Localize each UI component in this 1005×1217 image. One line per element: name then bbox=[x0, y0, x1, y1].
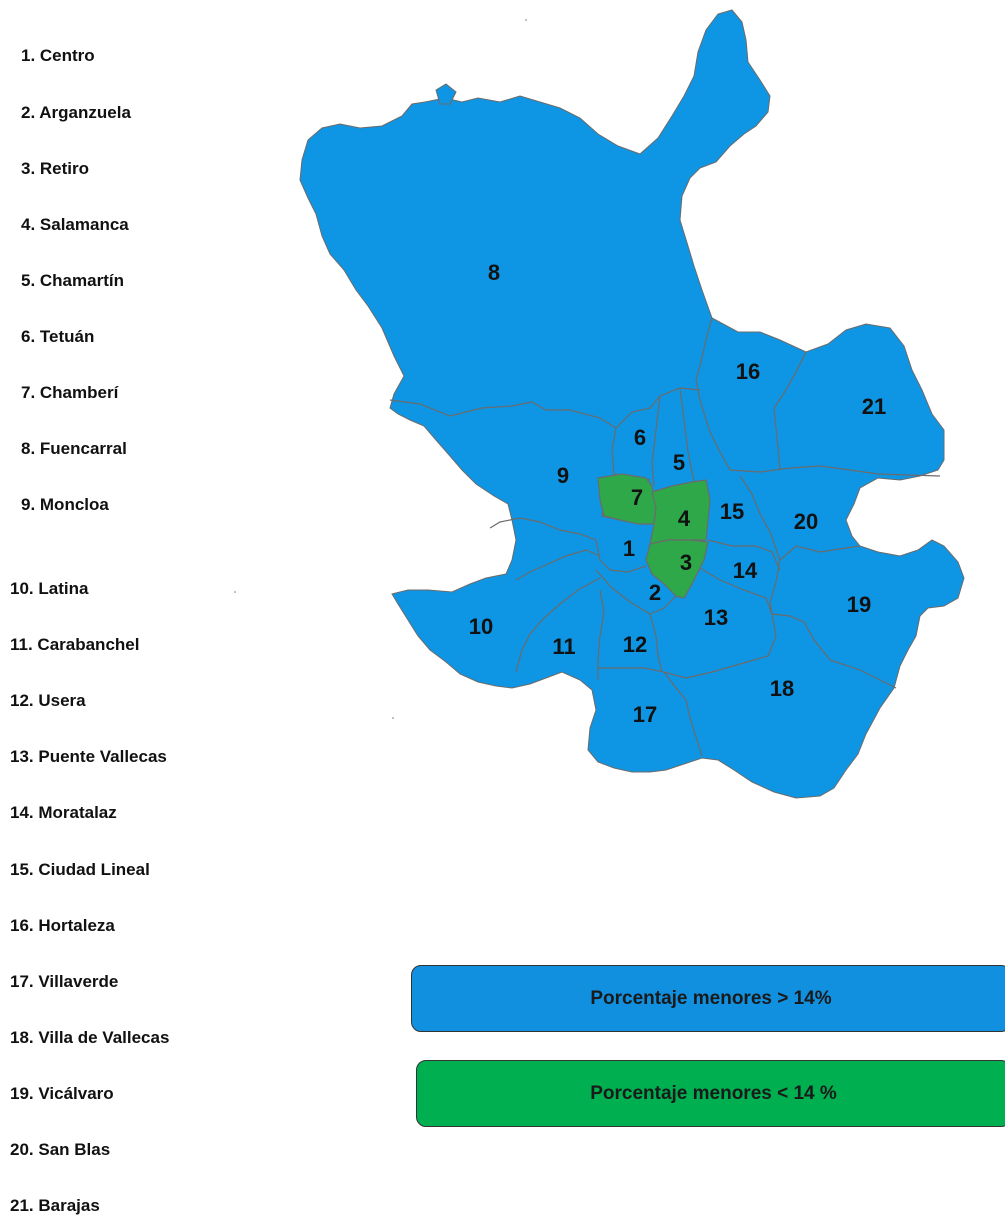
municipality-outline bbox=[299, 9, 965, 799]
district-item-13: 13. Puente Vallecas bbox=[10, 747, 167, 766]
district-item-7: 7. Chamberí bbox=[21, 383, 119, 402]
district-item-14: 14. Moratalaz bbox=[10, 803, 117, 822]
district-item-5: 5. Chamartín bbox=[21, 271, 124, 290]
map-label-6: 6 bbox=[634, 425, 646, 450]
district-7-region bbox=[597, 473, 657, 525]
district-item-18: 18. Villa de Vallecas bbox=[10, 1028, 170, 1047]
map-label-13: 13 bbox=[704, 605, 728, 630]
district-4-region bbox=[649, 479, 711, 545]
map-label-4: 4 bbox=[678, 506, 691, 531]
district-item-2: 2. Arganzuela bbox=[21, 103, 131, 122]
map-label-21: 21 bbox=[862, 394, 886, 419]
map-label-1: 1 bbox=[623, 536, 635, 561]
legend-low-label: Porcentaje menores < 14 % bbox=[590, 1082, 837, 1104]
stray-dot bbox=[525, 19, 527, 21]
district-item-8: 8. Fuencarral bbox=[21, 439, 127, 458]
district-item-21: 21. Barajas bbox=[10, 1196, 100, 1215]
district-3-region bbox=[645, 539, 709, 599]
stray-dot bbox=[392, 717, 394, 719]
district-item-12: 12. Usera bbox=[10, 691, 86, 710]
legend-low-percentage: Porcentaje menores < 14 % bbox=[416, 1060, 1005, 1127]
map-label-11: 11 bbox=[552, 634, 575, 659]
stray-dot bbox=[234, 591, 236, 593]
district-item-4: 4. Salamanca bbox=[21, 215, 129, 234]
map-label-8: 8 bbox=[488, 260, 500, 285]
district-item-6: 6. Tetuán bbox=[21, 327, 95, 346]
map-label-7: 7 bbox=[631, 485, 643, 510]
map-label-17: 17 bbox=[633, 702, 657, 727]
district-item-17: 17. Villaverde bbox=[10, 972, 119, 991]
map-label-9: 9 bbox=[557, 463, 569, 488]
northern-appendix bbox=[435, 83, 457, 105]
map-label-15: 15 bbox=[720, 499, 744, 524]
map-label-20: 20 bbox=[794, 509, 818, 534]
district-item-16: 16. Hortaleza bbox=[10, 916, 115, 935]
district-item-10: 10. Latina bbox=[10, 579, 89, 598]
district-item-15: 15. Ciudad Lineal bbox=[10, 860, 150, 879]
map-label-3: 3 bbox=[680, 550, 692, 575]
map-label-16: 16 bbox=[736, 359, 760, 384]
district-number-labels: 8 16 21 6 5 9 7 15 4 20 1 3 14 2 19 13 1… bbox=[469, 260, 886, 727]
map-label-12: 12 bbox=[623, 632, 647, 657]
map-label-10: 10 bbox=[469, 614, 493, 639]
legend-high-percentage: Porcentaje menores > 14% bbox=[411, 965, 1005, 1032]
legend-high-label: Porcentaje menores > 14% bbox=[590, 987, 832, 1009]
district-item-3: 3. Retiro bbox=[21, 159, 90, 178]
map-label-14: 14 bbox=[733, 558, 758, 583]
district-item-1: 1. Centro bbox=[21, 46, 95, 65]
map-label-2: 2 bbox=[649, 580, 661, 605]
district-item-9: 9. Moncloa bbox=[21, 495, 109, 514]
map-label-18: 18 bbox=[770, 676, 794, 701]
district-item-19: 19. Vicálvaro bbox=[10, 1084, 114, 1103]
district-item-20: 20. San Blas bbox=[10, 1140, 111, 1159]
map-label-19: 19 bbox=[847, 592, 871, 617]
district-item-11: 11. Carabanchel bbox=[10, 635, 140, 654]
map-label-5: 5 bbox=[673, 450, 685, 475]
district-list: 1. Centro 2. Arganzuela 3. Retiro 4. Sal… bbox=[0, 0, 260, 1217]
